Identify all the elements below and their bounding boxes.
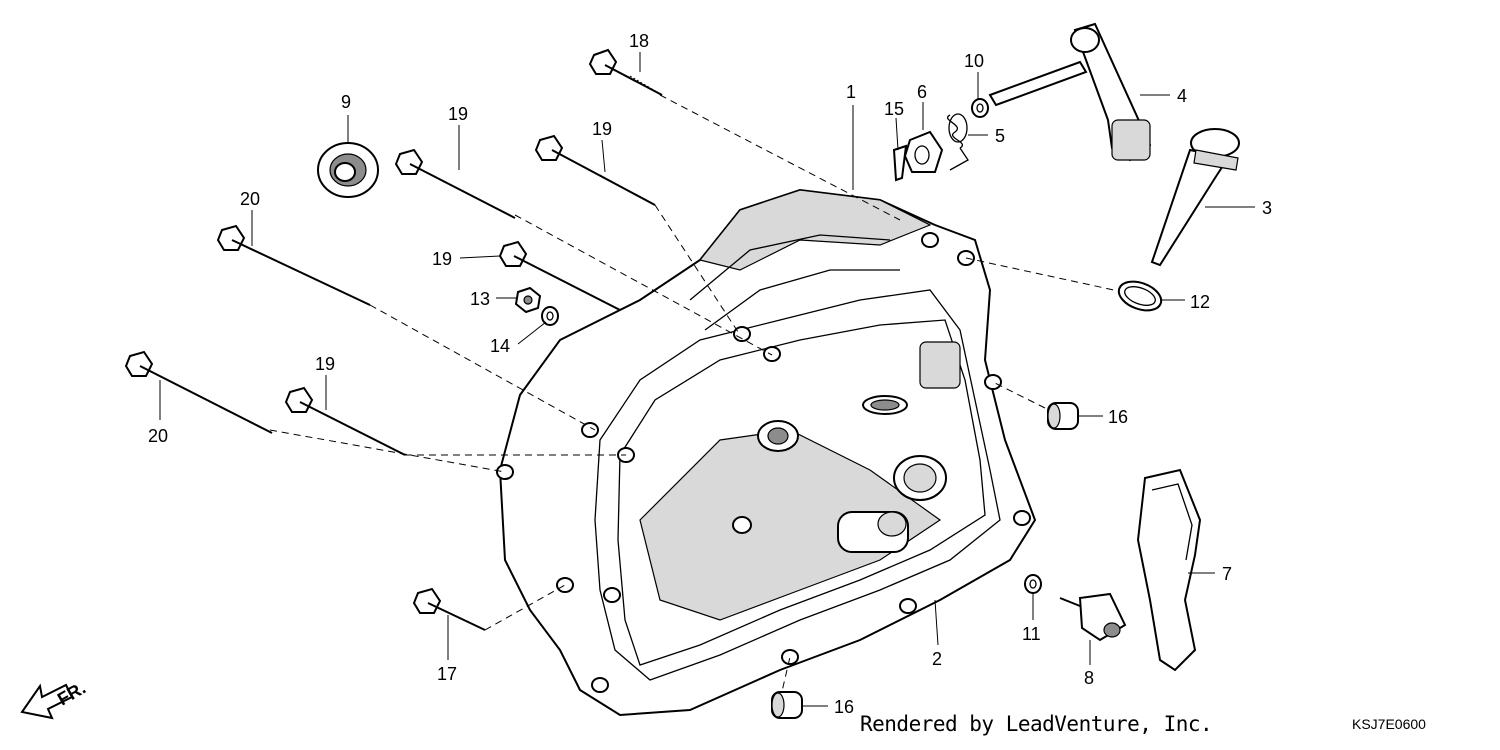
dowel-16-upper[interactable] [1047, 402, 1079, 430]
callout-12: 12 [1190, 292, 1210, 312]
switch-8[interactable] [1059, 592, 1127, 642]
callout-19-top: 19 [448, 104, 468, 124]
callout-17: 17 [437, 664, 457, 684]
callout-7: 7 [1222, 564, 1232, 584]
bolt-20-lower[interactable] [124, 350, 273, 434]
callout-3: 3 [1262, 198, 1272, 218]
bolt-17[interactable] [412, 587, 486, 631]
callout-19-lower: 19 [315, 354, 335, 374]
spring-5[interactable] [947, 113, 969, 171]
callout-14: 14 [490, 336, 510, 356]
callout-5: 5 [995, 126, 1005, 146]
washer-10[interactable] [971, 98, 989, 118]
gasket-7[interactable] [1136, 468, 1202, 672]
cam-plate-6[interactable] [903, 130, 944, 173]
callout-16-upper: 16 [1108, 407, 1128, 427]
render-credit: Rendered by LeadVenture, Inc. [860, 712, 1213, 736]
bolt-20-upper[interactable] [216, 224, 371, 306]
callout-1: 1 [846, 82, 856, 102]
callout-20-upper: 20 [240, 189, 260, 209]
crankcase-cover[interactable] [496, 188, 1037, 717]
callout-11: 11 [1022, 624, 1041, 644]
callout-9: 9 [341, 92, 351, 112]
washer-11[interactable] [1024, 574, 1042, 594]
callout-20-lower: 20 [148, 426, 168, 446]
bolt-19-middle[interactable] [394, 148, 516, 219]
callout-13: 13 [470, 289, 490, 309]
front-direction-indicator: FR. [20, 678, 89, 720]
callout-18: 18 [629, 31, 649, 51]
callout-2: 2 [932, 649, 942, 669]
washer-14[interactable] [541, 306, 559, 326]
callout-19-middle: 19 [432, 249, 452, 269]
assembly-lines [269, 94, 1161, 701]
callout-16-lower: 16 [834, 697, 854, 717]
callout-8: 8 [1084, 668, 1094, 688]
bolt-19-upper[interactable] [534, 134, 656, 206]
bolt-18[interactable] [588, 48, 663, 96]
callout-4: 4 [1177, 86, 1187, 106]
callout-19-upper-right: 19 [592, 119, 612, 139]
o-ring-12[interactable] [1115, 276, 1165, 315]
dowel-16-lower[interactable] [771, 691, 803, 719]
pin-15[interactable] [892, 144, 908, 182]
dipstick-3[interactable] [1150, 128, 1240, 267]
bolt-19-lower[interactable] [284, 386, 406, 456]
callout-labels: 1 2 3 4 5 6 7 8 9 10 11 12 13 14 15 16 1… [148, 31, 1272, 717]
oil-seal-9[interactable] [317, 142, 379, 198]
shaft-arm-4[interactable] [988, 22, 1152, 162]
callout-6: 6 [917, 82, 927, 102]
callout-15: 15 [884, 99, 904, 119]
bolt-19-short[interactable] [498, 240, 621, 311]
callout-10: 10 [964, 51, 984, 71]
diagram-code: KSJ7E0600 [1352, 716, 1426, 732]
direction-label: FR. [54, 678, 89, 710]
nut-13[interactable] [514, 286, 542, 314]
leader-lines [159, 52, 1255, 707]
